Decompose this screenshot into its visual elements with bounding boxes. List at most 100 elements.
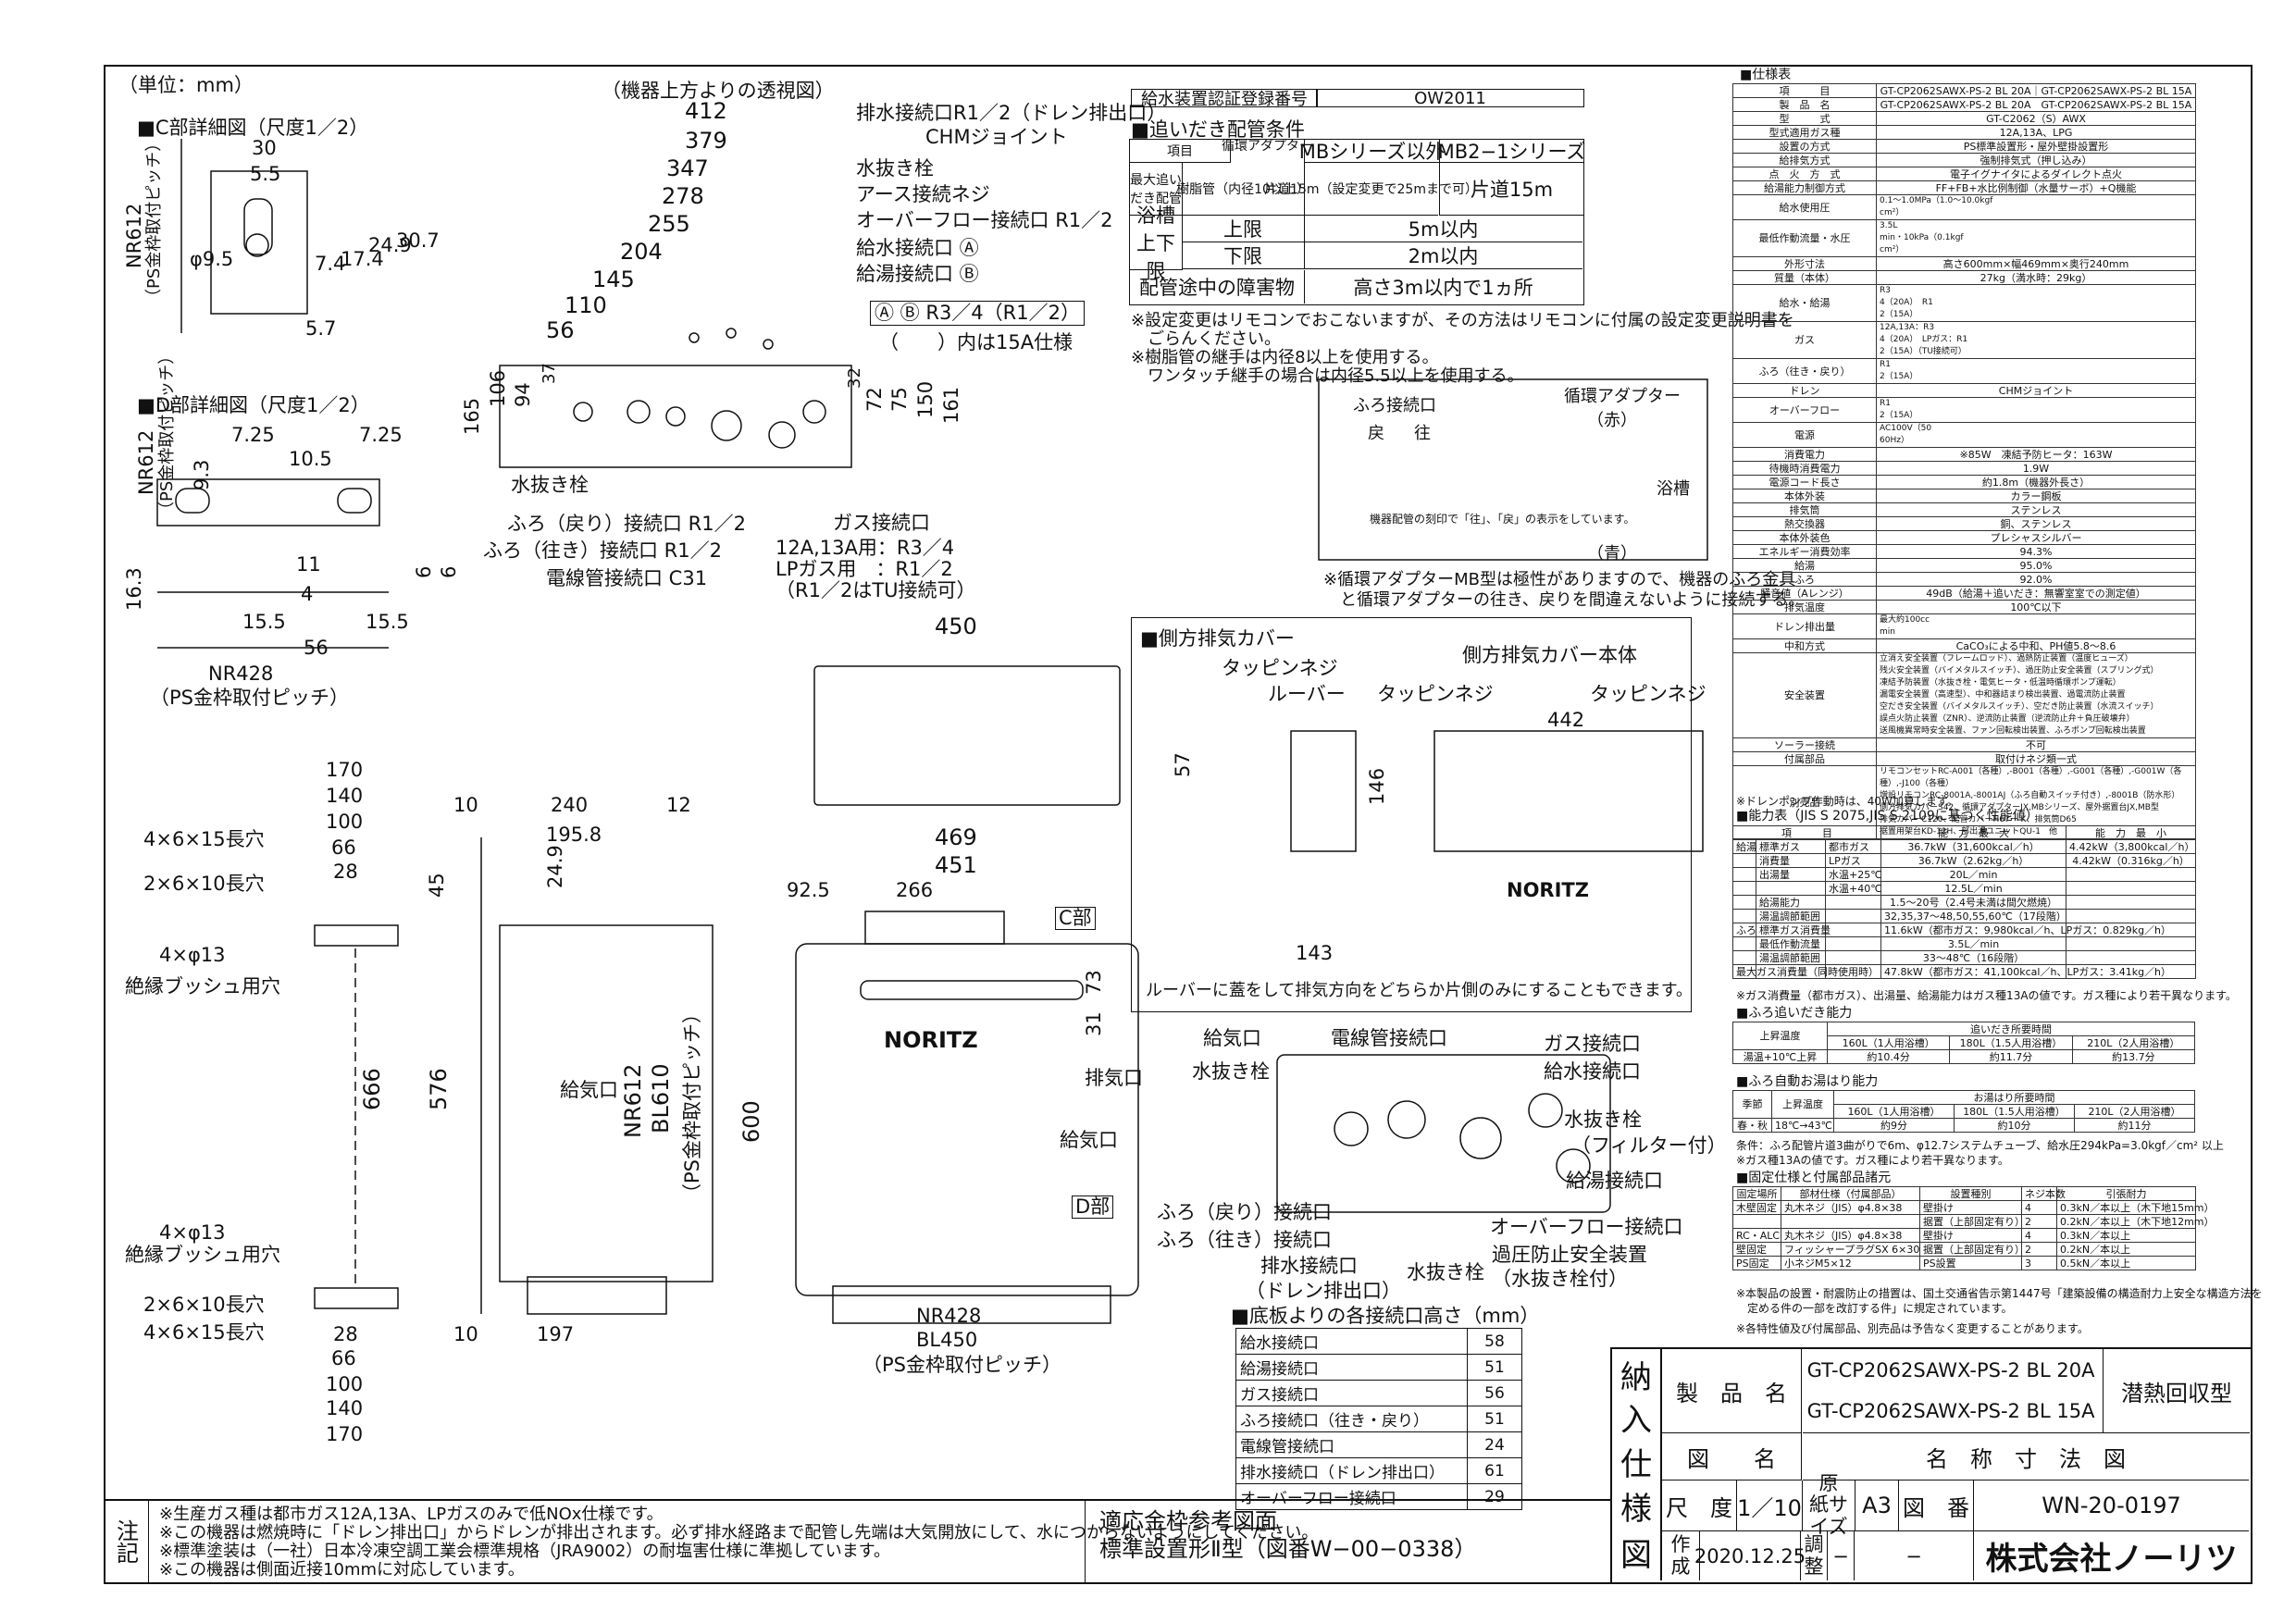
capacity-note: ※ガス消費量（都市ガス）、出湯量、給湯能力はガス種13Aの値です。ガス種により若…	[1736, 989, 2237, 1002]
spec-row-value: 12A,13A、LPG	[1876, 125, 2196, 140]
capacity-cell	[1824, 950, 1882, 965]
reheat-label: 上昇温度	[1732, 1022, 1828, 1050]
tb-check-2: −	[1855, 1531, 1974, 1580]
spec-row: 騒音値（Aレンジ）49dB（給湯＋追いだき：無響室室での測定値）	[1732, 586, 2196, 601]
d-dim-6b: 6	[438, 565, 460, 578]
top-dim-278: 278	[662, 183, 704, 209]
front-dim-266: 266	[896, 879, 934, 901]
capacity-cell: 36.7kW（31,600kcal／h）	[1880, 839, 2067, 854]
height-row-label: 給湯接続口	[1235, 1354, 1468, 1381]
tb-char-1: 納	[1620, 1358, 1652, 1396]
ref-1: 適応金枠参考図面	[1099, 1508, 1277, 1534]
capacity-cell: 33〜48℃（16段階）	[1880, 950, 2067, 965]
side-pitch-3: （PS金枠取付ピッチ）	[681, 1004, 703, 1203]
fixing-cell: 丸木ネジ（JIS）φ4.8×38	[1781, 1200, 1920, 1215]
reheat-head: 追いだき所要時間	[1827, 1022, 2195, 1036]
height-row-value: 24	[1467, 1431, 1522, 1458]
spec-row-label: 電源コード長さ	[1732, 475, 1877, 489]
tb-company: 株式会社ノーリツ	[1985, 1541, 2238, 1578]
reheat-title: ■ふろ追いだき能力	[1736, 1006, 1853, 1021]
side-pitch-2: BL610	[648, 1063, 674, 1134]
capacity-cell	[1732, 936, 1756, 951]
capacity-cell: 3.5L／min	[1880, 936, 2067, 951]
spec-row: 質量（本体）27kg（満水時：29kg）	[1732, 270, 2196, 285]
pc-obstacle-v: 高さ3m以内で1ヵ所	[1353, 277, 1533, 299]
pc-item: 項目	[1130, 140, 1231, 163]
spec-row-value: 95.0%	[1876, 558, 2196, 573]
af-v1: 約9分	[1833, 1118, 1955, 1133]
spec-row-label: 項 目	[1732, 83, 1877, 98]
sc-dim-57: 57	[1172, 752, 1194, 777]
capacity-cell: 11.6kW（都市ガス：9,980kcal／h、LPガス：0.829kg／h）	[1880, 923, 2171, 937]
rear-dim-100: 100	[326, 811, 364, 833]
front-label-exhaust: 排気口	[1085, 1067, 1143, 1089]
rear-label-4: 絶縁ブッシュ用穴	[125, 975, 280, 997]
capacity-cell	[1732, 895, 1756, 910]
side-cover-box	[1131, 617, 1692, 1012]
fixing-table: 固定場所部材仕様（付属部品）設置種別ネジ本数引張耐力木壁固定丸木ネジ（JIS）φ…	[1732, 1186, 2215, 1270]
top-view-title: （機器上方よりの透視図）	[602, 80, 835, 102]
rear-dim-170: 170	[326, 759, 364, 781]
d-dim-56: 56	[304, 637, 329, 659]
spec-row-value: 100℃以下	[1876, 600, 2196, 614]
drawing-sheet	[104, 65, 2253, 1584]
bv-drain1: 水抜き栓	[1192, 1060, 1270, 1083]
spec-row-label: ドレン	[1732, 383, 1877, 398]
pc-lower-v: 2m以内	[1304, 242, 1582, 269]
sc-dim-442: 442	[1547, 709, 1585, 731]
label-bath-return: ふろ（戻り）接続口 R1／2	[507, 513, 746, 535]
rear-dim-28b: 28	[333, 1323, 358, 1345]
label-gas-tu: （R1／2はTU接続可）	[776, 579, 976, 601]
pc-row1-v1: 片道15m（設定変更で25mまで可）	[1264, 163, 1478, 216]
c-dim-5-5: 5.5	[250, 163, 281, 185]
top-dim-161: 161	[940, 386, 962, 424]
spec-row-label: 質量（本体）	[1732, 270, 1877, 285]
side-dim-12: 12	[666, 794, 691, 816]
side-dim-576: 576	[426, 1068, 452, 1110]
bv-filter: （フィルター付）	[1571, 1134, 1727, 1157]
fix-note-3: ※各特性値及び付属部品、別売品は予告なく変更することがあります。	[1736, 1322, 2089, 1335]
af-temp: 18℃→43℃	[1771, 1118, 1834, 1133]
front-brand: NORITZ	[884, 1027, 978, 1053]
spec-row-label: 最低作動流量・水圧	[1732, 219, 1877, 257]
af-col-3: 210L（2人用浴槽）	[2074, 1104, 2195, 1119]
spec-row: 安全装置立消え安全装置（フレームロッド）、過熱防止装置（温度ヒューズ）残火安全装…	[1732, 652, 2196, 738]
fixing-cell: 0.2kN／本以上（木下地12mm）	[2056, 1214, 2215, 1229]
reheat-v1: 約10.4分	[1826, 1049, 1951, 1064]
reheat-table: 上昇温度追いだき所要時間 160L（1人用浴槽）180L（1.5人用浴槽）210…	[1732, 1022, 2196, 1064]
spec-row-label: ふろ	[1732, 572, 1877, 587]
side-pitch-1: NR612	[620, 1063, 646, 1138]
sc-dim-146: 146	[1366, 767, 1388, 805]
tb-check: −	[1828, 1531, 1855, 1580]
top-dim-255: 255	[648, 211, 690, 237]
sc-label-louver: ルーバー	[1268, 683, 1346, 705]
spec-row-label: ふろ（往き・戻り）	[1732, 358, 1877, 384]
fixing-cell: 0.2kN／本以上	[2056, 1242, 2196, 1257]
cap-head-item: 項 目	[1731, 825, 1882, 840]
ref-2: 標準設置形Ⅱ型（図番W−00−0338）	[1099, 1536, 1477, 1562]
fixing-cell	[1732, 1214, 1781, 1229]
adapter-note-1: ※循環アダプターMB型は極性がありますので、機器のふろ金具	[1323, 570, 1796, 589]
tb-type: 潜熱回収型	[2103, 1349, 2250, 1433]
rear-label-5: 4×φ13	[159, 1221, 226, 1244]
height-row: ふろ接続口（往き・戻り）51	[1235, 1406, 1522, 1432]
capacity-cell	[1824, 936, 1882, 951]
spec-drain-note: ※ドレンポンプ作動時は、40W加算します。	[1736, 795, 1958, 808]
fixing-cell: フィッシャープラグSX 6×30	[1781, 1242, 1920, 1257]
sc-label-screw3: タッピンネジ	[1590, 683, 1706, 705]
bv-gas: ガス接続口	[1544, 1033, 1641, 1055]
label-chm: CHMジョイント	[925, 126, 1068, 148]
